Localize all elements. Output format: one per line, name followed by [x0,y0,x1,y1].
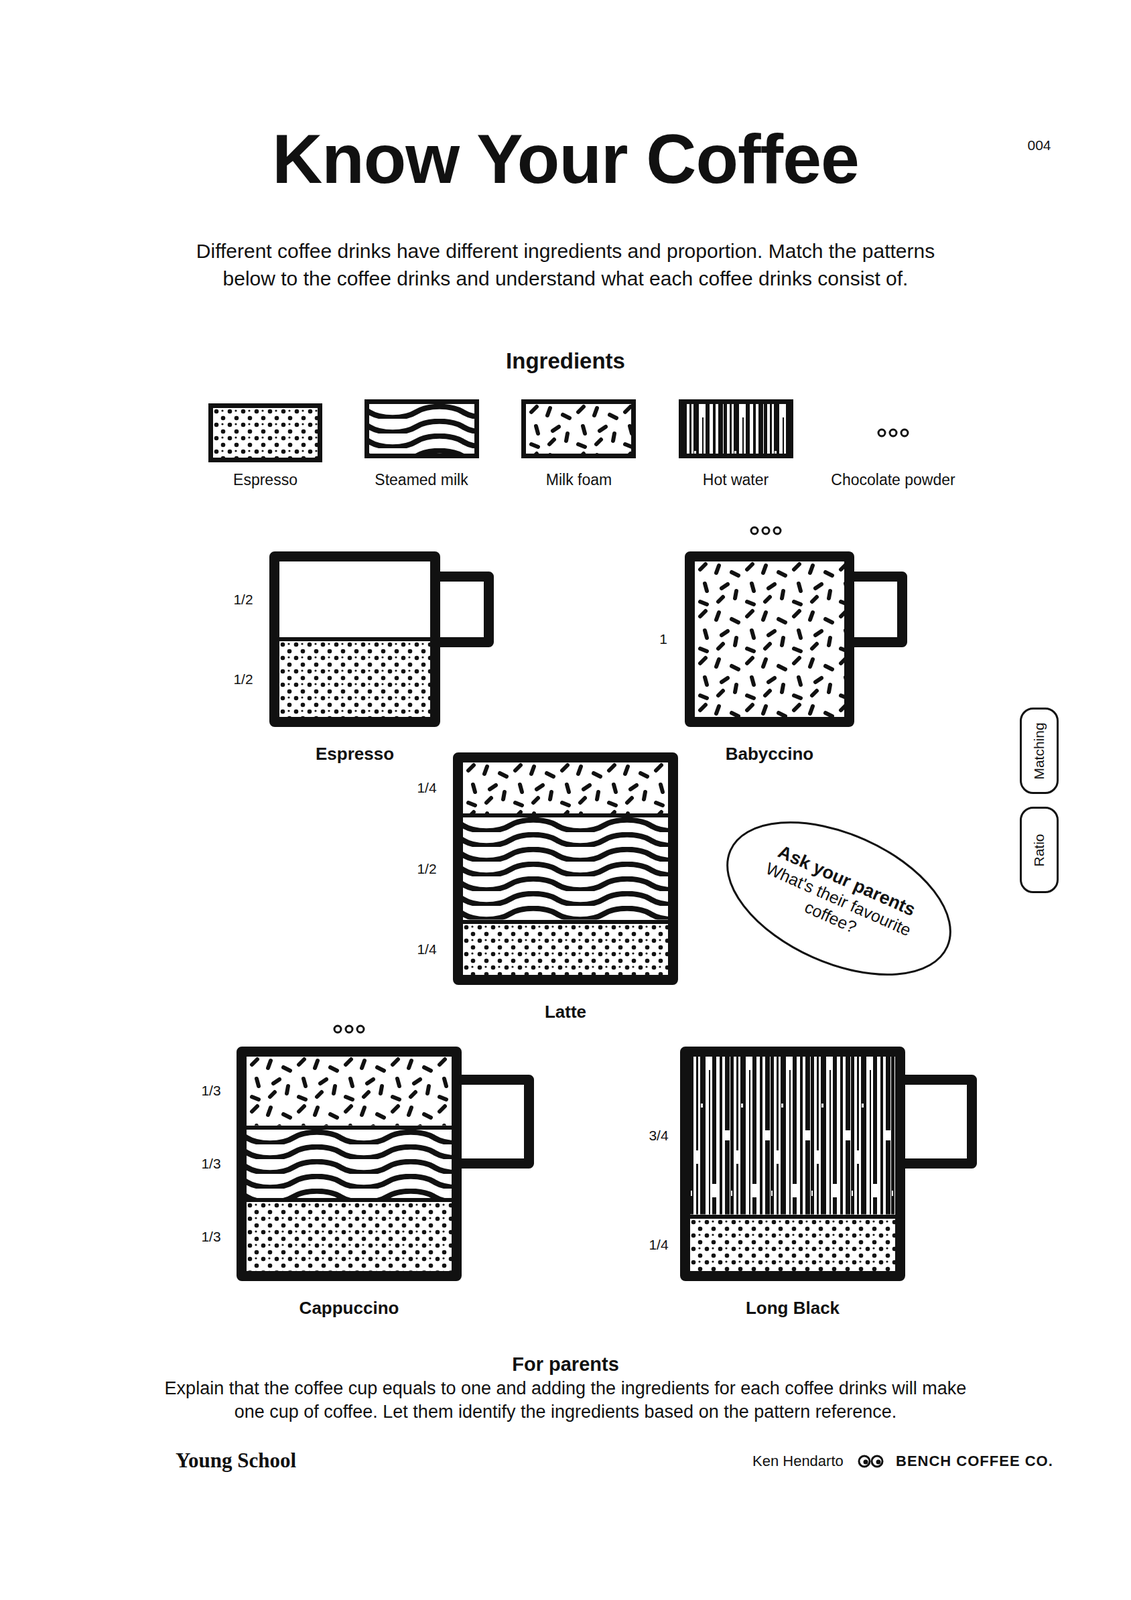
drink-name: Latte [544,1001,587,1023]
drink-name: Babyccino [725,743,815,765]
ingredient-band: 1/4 [690,1218,896,1272]
coffee-mug: Latte1/41/21/4 [452,752,679,985]
coffee-mug: Long Black3/41/4 [680,1046,906,1282]
legend-swatch [875,426,912,440]
fraction-label: 1/2 [223,591,264,608]
page-number: 004 [1005,137,1074,154]
legend-text: Steamed milk [374,471,468,490]
brand-name: BENCH COFFEE CO. [895,1452,1054,1471]
mug-handle [848,576,903,643]
pattern-fill [690,1056,896,1215]
coffee-mug: Cappuccino1/31/31/3 [236,1046,462,1282]
pattern-fill [246,1056,452,1126]
ingredient-band: 1 [694,561,845,717]
legend-text: Milk foam [546,471,612,490]
side-tab: Matching [1019,707,1059,794]
pattern-fill [525,404,632,454]
ingredient-band: 1/3 [246,1202,452,1272]
ingredient-band: 1/3 [246,1056,452,1130]
ingredient-band: 1/4 [462,923,669,975]
ingredient-band: 1/3 [246,1129,452,1203]
ingredient-band: 1/2 [462,817,669,924]
author-name: Ken Hendarto [752,1452,844,1471]
pattern-fill [694,561,845,717]
mug-handle [899,1080,973,1164]
fraction-label: 1 [643,631,684,648]
pattern-fill [213,408,318,458]
fraction-label: 1/4 [406,941,447,958]
ingredient-band: 1/2 [279,561,431,642]
note-heading: For parents [0,1353,1131,1376]
legend-swatch [521,399,636,459]
fraction-label: 1/3 [190,1228,232,1245]
ingredient-band: 3/4 [690,1056,896,1219]
legend-swatch [678,399,794,459]
pattern-fill [279,561,431,638]
coffee-mug: Espresso1/21/2 [269,551,441,727]
ingredient-band: 1/2 [279,641,431,717]
legend-text: Chocolate powder [830,471,955,490]
note-text: Explain that the coffee cup equals to on… [163,1376,968,1424]
pattern-fill [462,923,669,975]
pattern-fill [369,404,475,454]
legend-text: Hot water [702,471,769,490]
pattern-fill [279,641,431,717]
brand-name: Young School [175,1448,297,1473]
pattern-fill [246,1202,452,1272]
page-title: Know Your Coffee [0,119,1131,199]
fraction-label: 1/2 [406,860,447,878]
coffee-mug: Babyccino1 [684,551,855,727]
section-heading: Ingredients [0,348,1131,374]
legend-swatch [208,403,323,463]
drink-name: Cappuccino [299,1297,400,1319]
fraction-label: 1/4 [406,779,447,796]
ingredient-band: 1/4 [462,762,669,818]
chocolate-powder-dots [875,426,912,440]
pattern-fill [462,762,669,814]
drink-name: Long Black [745,1297,840,1319]
mug-handle [434,576,490,643]
fraction-label: 3/4 [638,1127,679,1144]
pattern-fill [690,1218,896,1272]
intro-text: Different coffee drinks have different i… [190,237,941,293]
legend-swatch [364,399,480,459]
callout-oval: Ask your parentsWhat's their favourite c… [701,788,976,1008]
legend-text: Espresso [233,471,298,490]
pattern-fill [683,404,789,454]
drink-name: Espresso [315,743,394,765]
mug-handle [455,1080,530,1164]
fraction-label: 1/4 [638,1236,679,1253]
pattern-fill [462,817,669,920]
tab-text: Ratio [1031,833,1048,867]
fraction-label: 1/3 [190,1155,232,1172]
logo-eyes [858,1455,883,1467]
fraction-label: 1/2 [223,671,264,688]
tab-text: Matching [1031,722,1048,780]
side-tab: Ratio [1019,806,1059,894]
pattern-fill [246,1129,452,1199]
fraction-label: 1/3 [190,1082,232,1099]
